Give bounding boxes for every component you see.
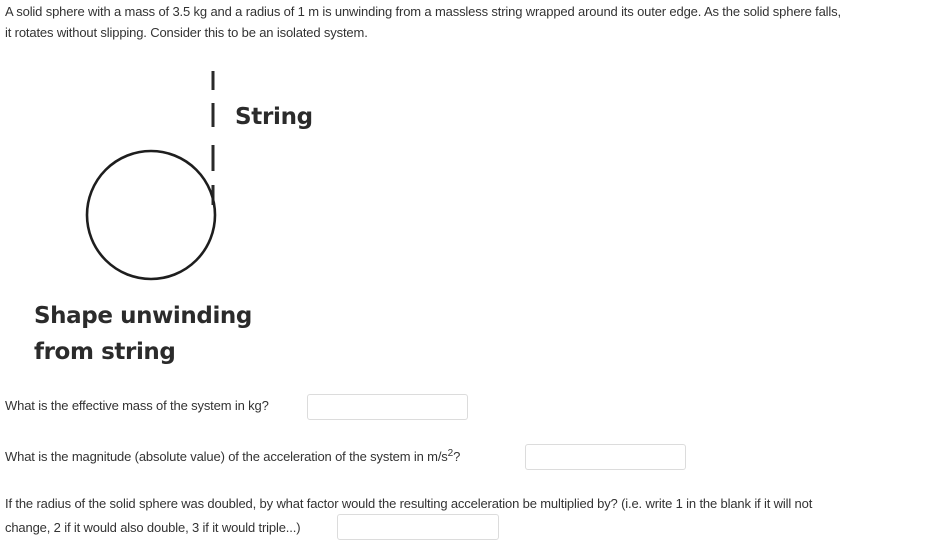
- squared-superscript: 2: [447, 448, 454, 459]
- question-acceleration-text: What is the magnitude (absolute value) o…: [5, 449, 448, 464]
- string-label: String: [235, 104, 313, 130]
- question-effective-mass-text: What is the effective mass of the system…: [5, 398, 269, 413]
- acceleration-input[interactable]: [525, 444, 686, 470]
- question-acceleration: What is the magnitude (absolute value) o…: [5, 448, 461, 465]
- shape-label: Shape unwinding from string: [34, 298, 252, 370]
- problem-statement-line-2: it rotates without slipping. Consider th…: [5, 25, 368, 40]
- shape-label-line-2: from string: [34, 339, 176, 365]
- diagram-graphic: [85, 71, 217, 281]
- problem-statement-line-1: A solid sphere with a mass of 3.5 kg and…: [5, 4, 841, 19]
- question-acceleration-mark: ?: [453, 449, 461, 464]
- sphere-circle: [85, 149, 217, 281]
- effective-mass-input[interactable]: [307, 394, 468, 420]
- question-radius-factor: If the radius of the solid sphere was do…: [5, 492, 935, 540]
- shape-label-line-1: Shape unwinding: [34, 303, 252, 329]
- sphere-string-diagram: String Shape unwinding from string: [0, 60, 360, 380]
- problem-statement: A solid sphere with a mass of 3.5 kg and…: [5, 1, 940, 43]
- question-radius-factor-line-1: If the radius of the solid sphere was do…: [5, 496, 813, 511]
- radius-factor-input[interactable]: [337, 514, 499, 540]
- question-effective-mass: What is the effective mass of the system…: [5, 398, 269, 413]
- question-radius-factor-line-2: change, 2 if it would also double, 3 if …: [5, 520, 301, 535]
